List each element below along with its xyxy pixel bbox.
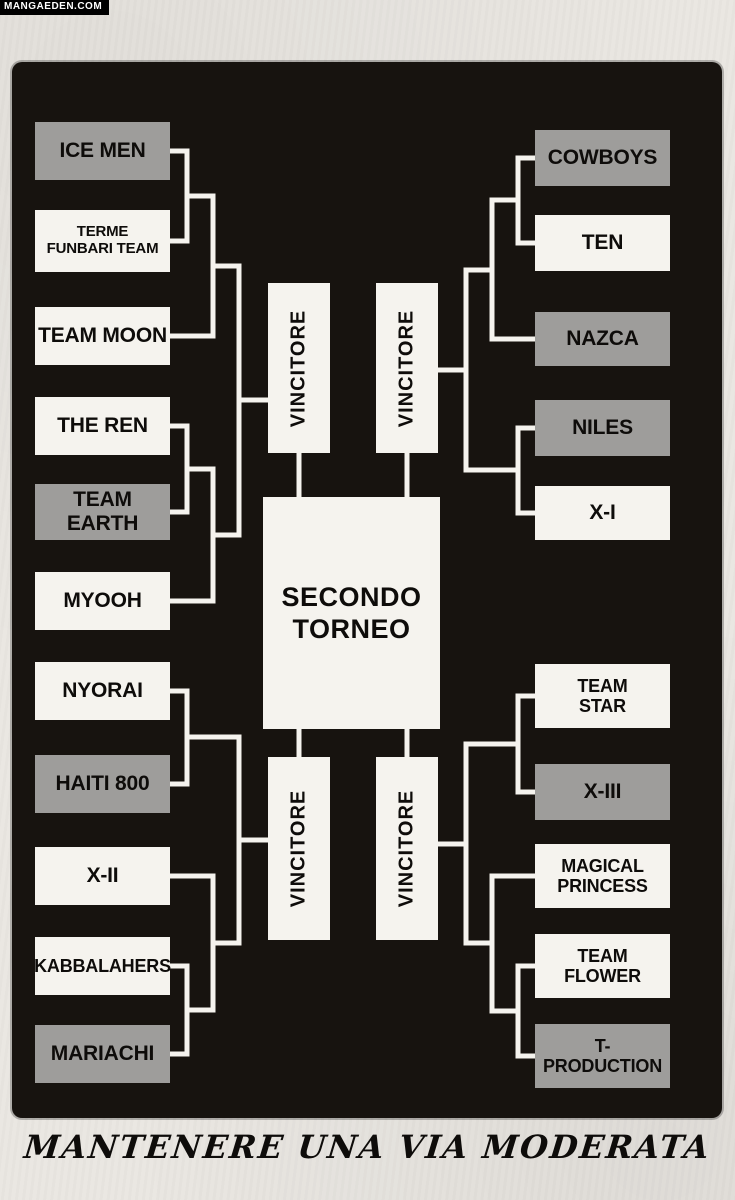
team-label: TEAM EARTH: [66, 488, 139, 535]
vincitore-label: VINCITORE: [395, 309, 418, 427]
team-label: NAZCA: [566, 327, 639, 351]
team-label: TEAM MOON: [38, 324, 167, 348]
vincitore-label: VINCITORE: [287, 309, 310, 427]
team-label: TERME FUNBARI TEAM: [46, 223, 159, 257]
team-box-team-moon: TEAM MOON: [35, 307, 170, 365]
team-box-ice-men: ICE MEN: [35, 122, 170, 180]
team-box-the-ren: THE REN: [35, 397, 170, 455]
team-label: THE REN: [57, 414, 148, 438]
vincitore-label: VINCITORE: [287, 789, 310, 908]
team-label: TEAM FLOWER: [564, 945, 641, 986]
team-box-myooh: MYOOH: [35, 572, 170, 630]
bracket-quarter-bottom-right: [428, 693, 548, 1059]
team-label: X-III: [583, 780, 622, 804]
team-label: MYOOH: [63, 589, 142, 613]
vincitore-box-top-right: VINCITORE: [376, 283, 438, 453]
vincitore-box-bottom-left: VINCITORE: [268, 757, 330, 940]
tournament-title: SECONDO TORNEO: [281, 581, 422, 644]
team-box-x-i: X-I: [535, 486, 670, 540]
tournament-title-box: SECONDO TORNEO: [263, 497, 440, 729]
team-label: COWBOYS: [547, 146, 658, 170]
team-label: ICE MEN: [59, 139, 146, 163]
team-box-terme-funbari-team: TERME FUNBARI TEAM: [35, 210, 170, 272]
team-box-niles: NILES: [535, 400, 670, 456]
team-label: NILES: [572, 416, 633, 440]
team-box-ten: TEN: [535, 215, 670, 271]
team-label: T- PRODUCTION: [543, 1035, 662, 1076]
team-label: TEN: [581, 231, 624, 255]
vincitore-box-bottom-right: VINCITORE: [376, 757, 438, 940]
bracket-quarter-top-left: [157, 148, 278, 604]
team-label: X-II: [86, 864, 119, 888]
vincitore-label: VINCITORE: [395, 789, 418, 908]
team-box-mariachi: MARIACHI: [35, 1025, 170, 1083]
team-box-nyorai: NYORAI: [35, 662, 170, 720]
vincitore-box-top-left: VINCITORE: [268, 283, 330, 453]
team-box-t-production: T- PRODUCTION: [535, 1024, 670, 1088]
bracket-quarter-bottom-left: [157, 688, 278, 1057]
team-box-magical-princess: MAGICAL PRINCESS: [535, 844, 670, 908]
team-label: X-I: [589, 501, 616, 525]
page-caption: MANTENERE UNA VIA MODERATA: [22, 1128, 713, 1166]
team-label: MARIACHI: [50, 1042, 155, 1066]
team-label: NYORAI: [62, 679, 143, 703]
team-box-x-iii: X-III: [535, 764, 670, 820]
bracket-quarter-top-right: [428, 155, 548, 516]
team-box-team-star: TEAM STAR: [535, 664, 670, 728]
team-box-team-flower: TEAM FLOWER: [535, 934, 670, 998]
team-label: KABBALAHERS: [34, 955, 171, 976]
team-box-haiti-800: HAITI 800: [35, 755, 170, 813]
team-box-x-ii: X-II: [35, 847, 170, 905]
team-box-nazca: NAZCA: [535, 312, 670, 366]
team-box-team-earth: TEAM EARTH: [35, 484, 170, 540]
team-label: MAGICAL PRINCESS: [557, 855, 648, 896]
team-label: TEAM STAR: [577, 675, 628, 716]
team-box-kabbalahers: KABBALAHERS: [34, 937, 171, 995]
team-label: HAITI 800: [55, 772, 150, 796]
watermark: MANGAEDEN.COM: [0, 0, 110, 15]
team-box-cowboys: COWBOYS: [535, 130, 670, 186]
